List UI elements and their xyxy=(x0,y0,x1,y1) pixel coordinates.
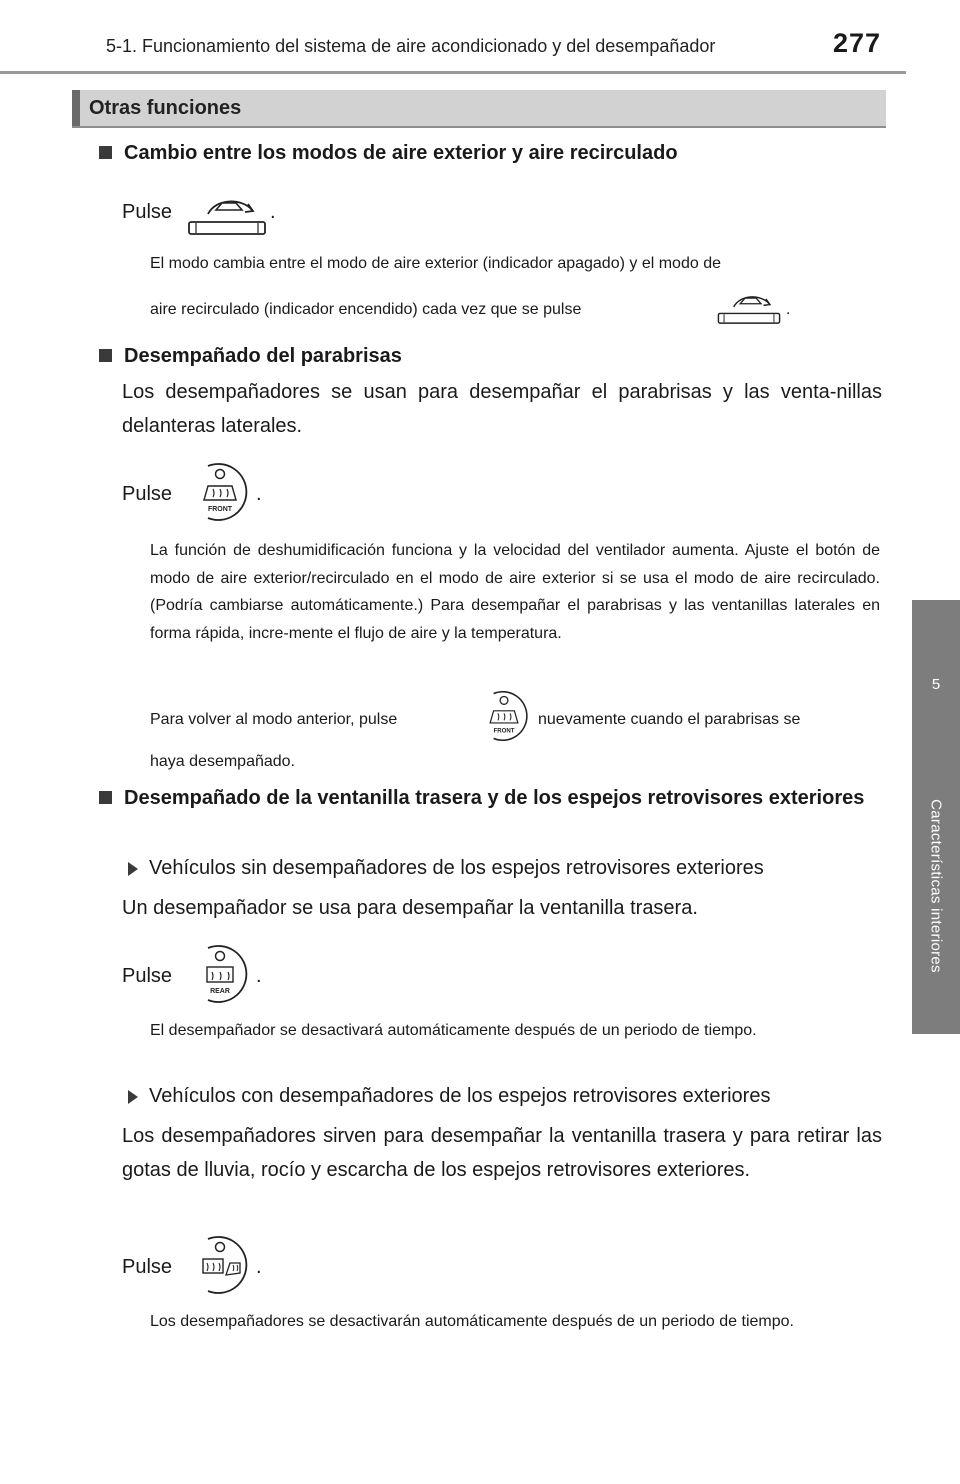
heading-rear: Desempañado de la ventanilla trasera y d… xyxy=(99,781,882,815)
heading-recirc: Cambio entre los modos de aire exterior … xyxy=(99,136,678,170)
recirc-note-line-1: El modo cambia entre el modo de aire ext… xyxy=(150,255,721,272)
rear-and-mirror-defroster-button-icon xyxy=(190,1235,250,1295)
header-title: 5-1. Funcionamiento del sistema de aire … xyxy=(106,36,716,56)
rear-defroster-button-icon: REAR xyxy=(190,944,250,1004)
windshield-note: La función de deshumidificación funciona… xyxy=(150,542,880,642)
recirc-pulse-label: Pulse xyxy=(122,201,173,223)
chapter-number: 5 xyxy=(931,676,941,693)
front-label: FRONT xyxy=(208,506,233,513)
section-title-bar: Otras funciones xyxy=(72,90,886,128)
rear-variant-1-title: Vehículos sin desempañadores de los espe… xyxy=(128,851,764,885)
square-bullet-icon xyxy=(99,146,112,159)
triangle-bullet-icon xyxy=(128,1090,138,1104)
recirc-note-line-2: aire recirculado (indicador encendido) c… xyxy=(150,301,582,318)
recirculation-button-icon xyxy=(716,288,782,326)
square-bullet-icon xyxy=(99,791,112,804)
front-defroster-button-icon: FRONT xyxy=(478,690,530,742)
rear-label: REAR xyxy=(210,988,230,995)
rear-variant-2-title: Vehículos con desempañadores de los espe… xyxy=(128,1079,770,1113)
chapter-side-tab: 5 Características interiores xyxy=(912,600,960,1034)
front-label: FRONT xyxy=(494,728,515,734)
triangle-bullet-icon xyxy=(128,862,138,876)
square-bullet-icon xyxy=(99,349,112,362)
windshield-body: Los desempañadores se usan para desempañ… xyxy=(122,381,882,437)
section-title: Otras funciones xyxy=(89,97,242,119)
chapter-label: Características interiores xyxy=(927,799,945,973)
header-rule xyxy=(0,71,906,74)
page-number: 277 xyxy=(833,28,882,58)
recirculation-button-icon xyxy=(186,192,268,236)
heading-windshield: Desempañado del parabrisas xyxy=(99,339,402,373)
front-defroster-button-icon: FRONT xyxy=(190,462,250,522)
